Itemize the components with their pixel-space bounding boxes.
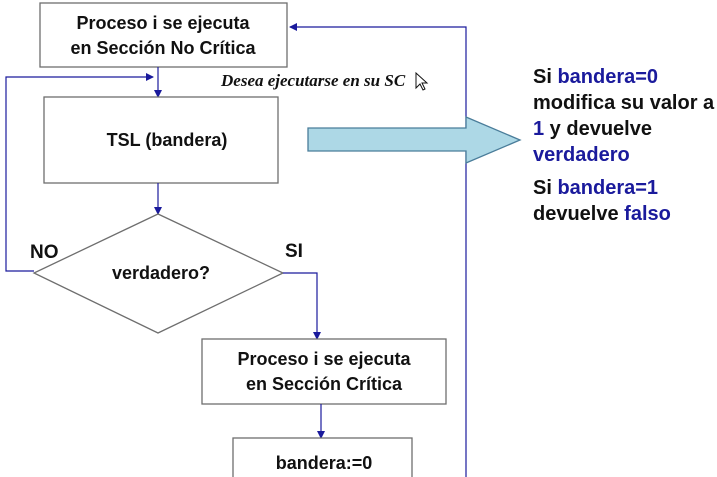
- start-box-line1: Proceso i se ejecuta: [76, 13, 250, 33]
- no-label: NO: [30, 242, 59, 263]
- connector-return-loop: [289, 23, 467, 477]
- note2-highlight-condition: bandera=1: [557, 177, 659, 199]
- decision-label: verdadero?: [112, 263, 210, 283]
- request-label: Desea ejecutarse en su SC: [220, 71, 406, 90]
- reset-flag-box: [232, 437, 413, 477]
- note1-text-c: y devuelve: [544, 118, 652, 140]
- connector-yes-branch: [283, 272, 321, 340]
- mouse-cursor-icon: [415, 71, 429, 91]
- note1-highlight-condition: bandera=0: [557, 66, 659, 88]
- note1-text-a: Si: [533, 66, 558, 88]
- yes-label: SI: [285, 241, 303, 262]
- decision-diamond: [32, 213, 285, 334]
- note2-text-a: Si: [533, 177, 558, 199]
- critical-box-line1: Proceso i se ejecuta: [237, 349, 411, 369]
- side-notes: Si bandera=0 modifica su valor a 1 y dev…: [533, 64, 717, 227]
- note1-text-b: modifica su valor a: [533, 92, 715, 114]
- tsl-box-label: TSL (bandera): [107, 130, 228, 150]
- note2-highlight-result: falso: [624, 203, 671, 225]
- note1-highlight-value: 1: [533, 118, 545, 140]
- connector-no-loop: [5, 73, 154, 272]
- reset-flag-label: bandera:=0: [276, 453, 373, 473]
- pointer-arrow-icon: [307, 116, 522, 164]
- note2-text-b: devuelve: [533, 203, 625, 225]
- note-flag-zero: Si bandera=0 modifica su valor a 1 y dev…: [533, 64, 717, 168]
- start-box-line2: en Sección No Crítica: [70, 38, 256, 58]
- critical-process-box: [201, 338, 447, 405]
- start-process-box: [39, 2, 288, 68]
- note-flag-one: Si bandera=1 devuelve falso: [533, 175, 717, 227]
- tsl-box: [43, 96, 279, 184]
- note1-highlight-result: verdadero: [533, 144, 630, 166]
- critical-box-line2: en Sección Crítica: [246, 374, 403, 394]
